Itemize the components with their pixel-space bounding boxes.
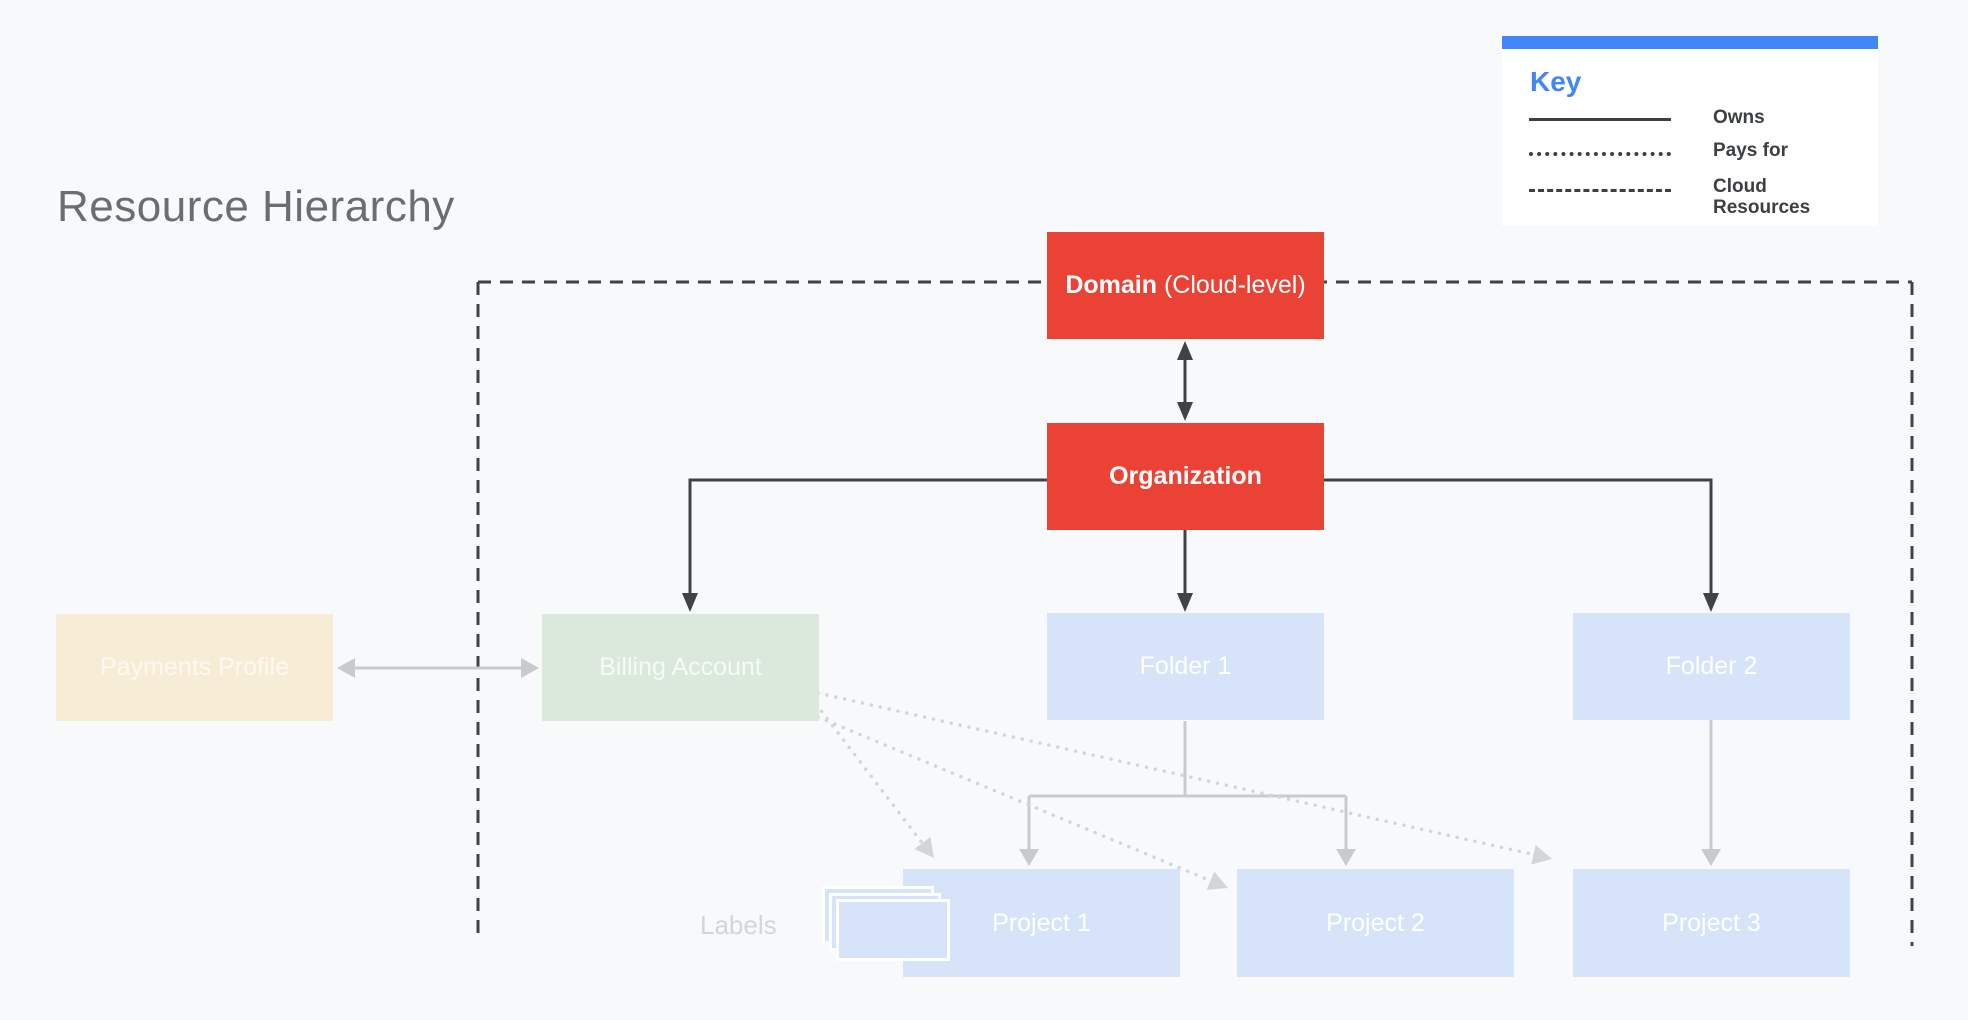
page-title: Resource Hierarchy xyxy=(57,182,455,231)
domain-node-label-rest: (Cloud-level) xyxy=(1157,271,1306,299)
legend-label-owns: Owns xyxy=(1713,107,1765,128)
arrows-folder1-projects xyxy=(1027,721,1348,850)
labels-annotation: Labels xyxy=(700,910,777,940)
organization-node-label: Organization xyxy=(1109,462,1262,490)
folder2-node: Folder 2 xyxy=(1573,613,1850,720)
project3-node: Project 3 xyxy=(1573,869,1850,977)
gray-arrowheads xyxy=(337,658,1721,866)
domain-node: Domain (Cloud-level) xyxy=(1047,232,1324,339)
legend-label-cloud-resources: Cloud Resources xyxy=(1713,176,1811,218)
project3-label: Project 3 xyxy=(1662,908,1761,937)
organization-node: Organization xyxy=(1047,423,1324,530)
legend-label-pays-for: Pays for xyxy=(1713,140,1788,161)
owns-arrowheads xyxy=(682,341,1719,612)
project2-node: Project 2 xyxy=(1237,869,1514,977)
billing-account-label: Billing Account xyxy=(599,653,762,681)
billing-account-node: Billing Account xyxy=(542,614,819,721)
folder2-label: Folder 2 xyxy=(1665,652,1758,680)
owns-arrow-org-billing xyxy=(688,478,1047,596)
payments-profile-node: Payments Profile xyxy=(56,614,333,721)
gray-connectors xyxy=(353,666,1713,850)
legend-top-bar xyxy=(1502,36,1878,49)
legend-dashed-line-sample xyxy=(1529,189,1671,192)
pays-for-connectors xyxy=(814,691,1542,885)
owns-arrow-org-folder2 xyxy=(1323,478,1713,596)
legend-title: Key xyxy=(1530,66,1582,97)
project2-label: Project 2 xyxy=(1326,908,1425,937)
payments-profile-label: Payments Profile xyxy=(100,653,289,681)
pays-for-billing-project2 xyxy=(816,715,1218,885)
labels-card-front xyxy=(836,899,950,961)
legend-dotted-line-sample xyxy=(1529,152,1671,156)
legend-key-box: Key Owns Pays for Cloud Resources xyxy=(1502,36,1878,226)
folder1-label: Folder 1 xyxy=(1139,652,1232,680)
domain-node-label-bold: Domain xyxy=(1065,271,1157,299)
pays-for-arrowheads xyxy=(914,836,1552,890)
owns-connectors xyxy=(688,358,1713,596)
pays-for-billing-project1 xyxy=(814,702,928,850)
legend-solid-line-sample xyxy=(1529,118,1671,121)
labels-stack-icon xyxy=(822,886,954,966)
project1-label: Project 1 xyxy=(992,908,1091,937)
folder1-node: Folder 1 xyxy=(1047,613,1324,720)
